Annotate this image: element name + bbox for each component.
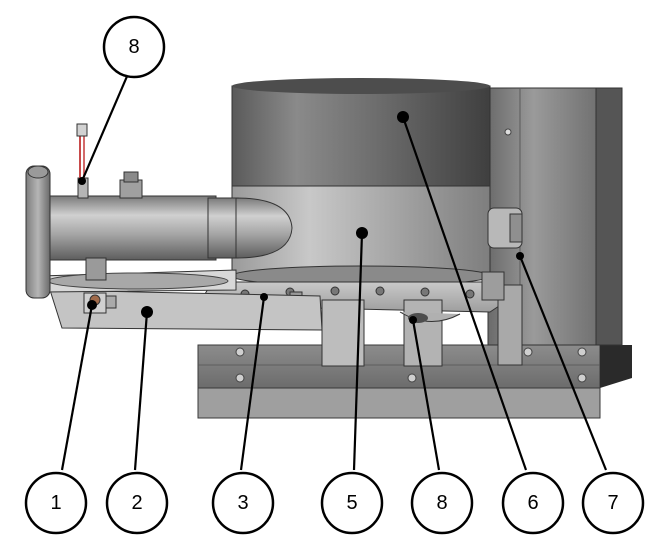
vessel-upper — [231, 78, 491, 187]
sensor-probe — [76, 123, 89, 199]
callout-2: 2 — [105, 471, 169, 535]
callout-label: 3 — [237, 492, 248, 514]
callout-top-8: 8 — [102, 15, 166, 79]
side-panel — [487, 87, 623, 346]
callout-7: 7 — [581, 471, 645, 535]
callout-1: 1 — [24, 471, 88, 535]
leader-lines — [60, 73, 608, 471]
callout-label: 8 — [128, 36, 139, 58]
callout-3: 3 — [211, 471, 275, 535]
callout-label: 8 — [436, 492, 447, 514]
pipe-flange — [25, 165, 51, 299]
callout-label: 7 — [607, 492, 618, 514]
drain-bracket — [39, 269, 461, 331]
callout-label: 1 — [50, 492, 61, 514]
callout-6: 6 — [501, 471, 565, 535]
callout-label: 2 — [131, 492, 142, 514]
callout-8: 8 — [410, 471, 474, 535]
side-nozzle — [487, 207, 523, 249]
callout-5: 5 — [320, 471, 384, 535]
callout-label: 5 — [346, 492, 357, 514]
leader-dots — [78, 111, 524, 324]
callout-label: 6 — [527, 492, 538, 514]
inlet-pipe — [45, 171, 293, 281]
